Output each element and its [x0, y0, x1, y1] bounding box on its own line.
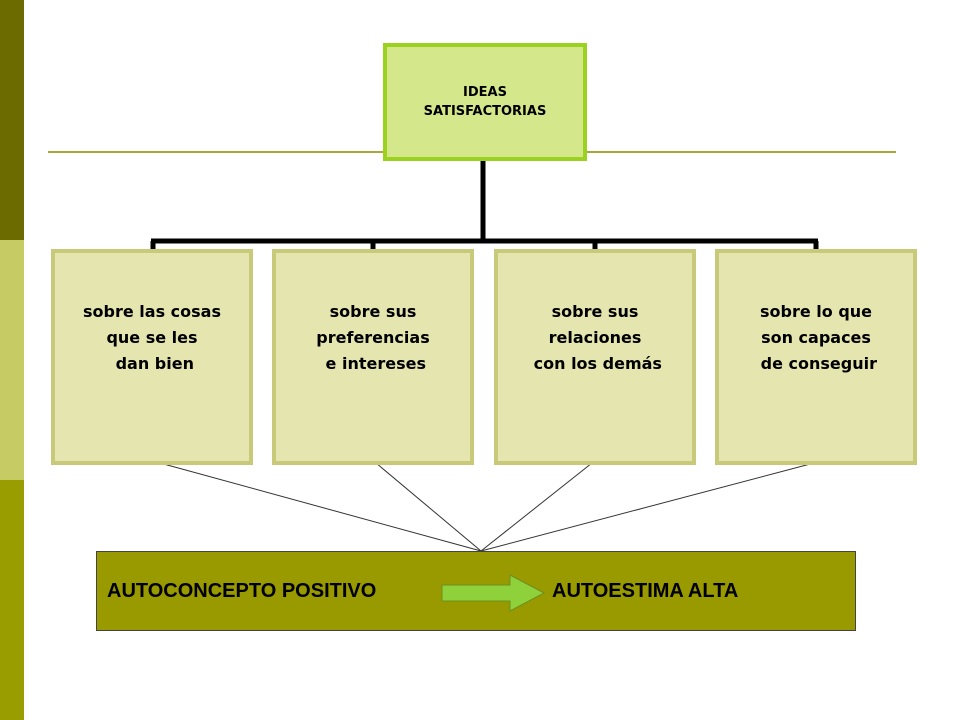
child-box-2: sobre sus preferencias e intereses	[272, 249, 474, 465]
child-box-1: sobre las cosas que se les dan bien	[51, 249, 253, 465]
child-2-line-1: sobre sus	[329, 302, 417, 321]
child-1-line-3: dan bien	[110, 354, 194, 373]
converge-line-3	[480, 462, 593, 552]
child-3-line-3: con los demás	[528, 354, 662, 373]
autoestima-label: AUTOESTIMA ALTA	[552, 580, 739, 602]
child-3-line-2: relaciones	[548, 328, 642, 347]
child-box-3: sobre sus relaciones con los demás	[494, 249, 696, 465]
result-box: AUTOCONCEPTO POSITIVO AUTOESTIMA ALTA	[96, 551, 856, 631]
child-box-4: sobre lo que son capaces de conseguir	[715, 249, 917, 465]
converge-line-1	[159, 462, 482, 552]
ideas-title-line2: SATISFACTORIAS	[423, 104, 547, 119]
side-stripe-top	[0, 0, 24, 240]
converge-line-4	[480, 462, 815, 552]
side-stripe-bottom	[0, 480, 24, 720]
ideas-box: IDEAS SATISFACTORIAS	[383, 43, 587, 161]
child-1-line-1: sobre las cosas	[83, 302, 221, 321]
right-arrow-icon	[440, 573, 546, 617]
child-1-line-2: que se les	[106, 328, 198, 347]
child-4-line-1: sobre lo que	[759, 302, 873, 321]
child-2-line-2: preferencias	[316, 328, 430, 347]
side-stripe-middle	[0, 240, 24, 480]
converge-line-2	[375, 462, 482, 552]
ideas-title-line1: IDEAS	[463, 85, 507, 100]
child-2-line-3: e intereses	[319, 354, 426, 373]
child-3-line-1: sobre sus	[551, 302, 639, 321]
autoconcepto-label: AUTOCONCEPTO POSITIVO	[107, 580, 377, 602]
child-4-line-2: son capaces	[761, 328, 871, 347]
child-4-line-3: de conseguir	[755, 354, 877, 373]
